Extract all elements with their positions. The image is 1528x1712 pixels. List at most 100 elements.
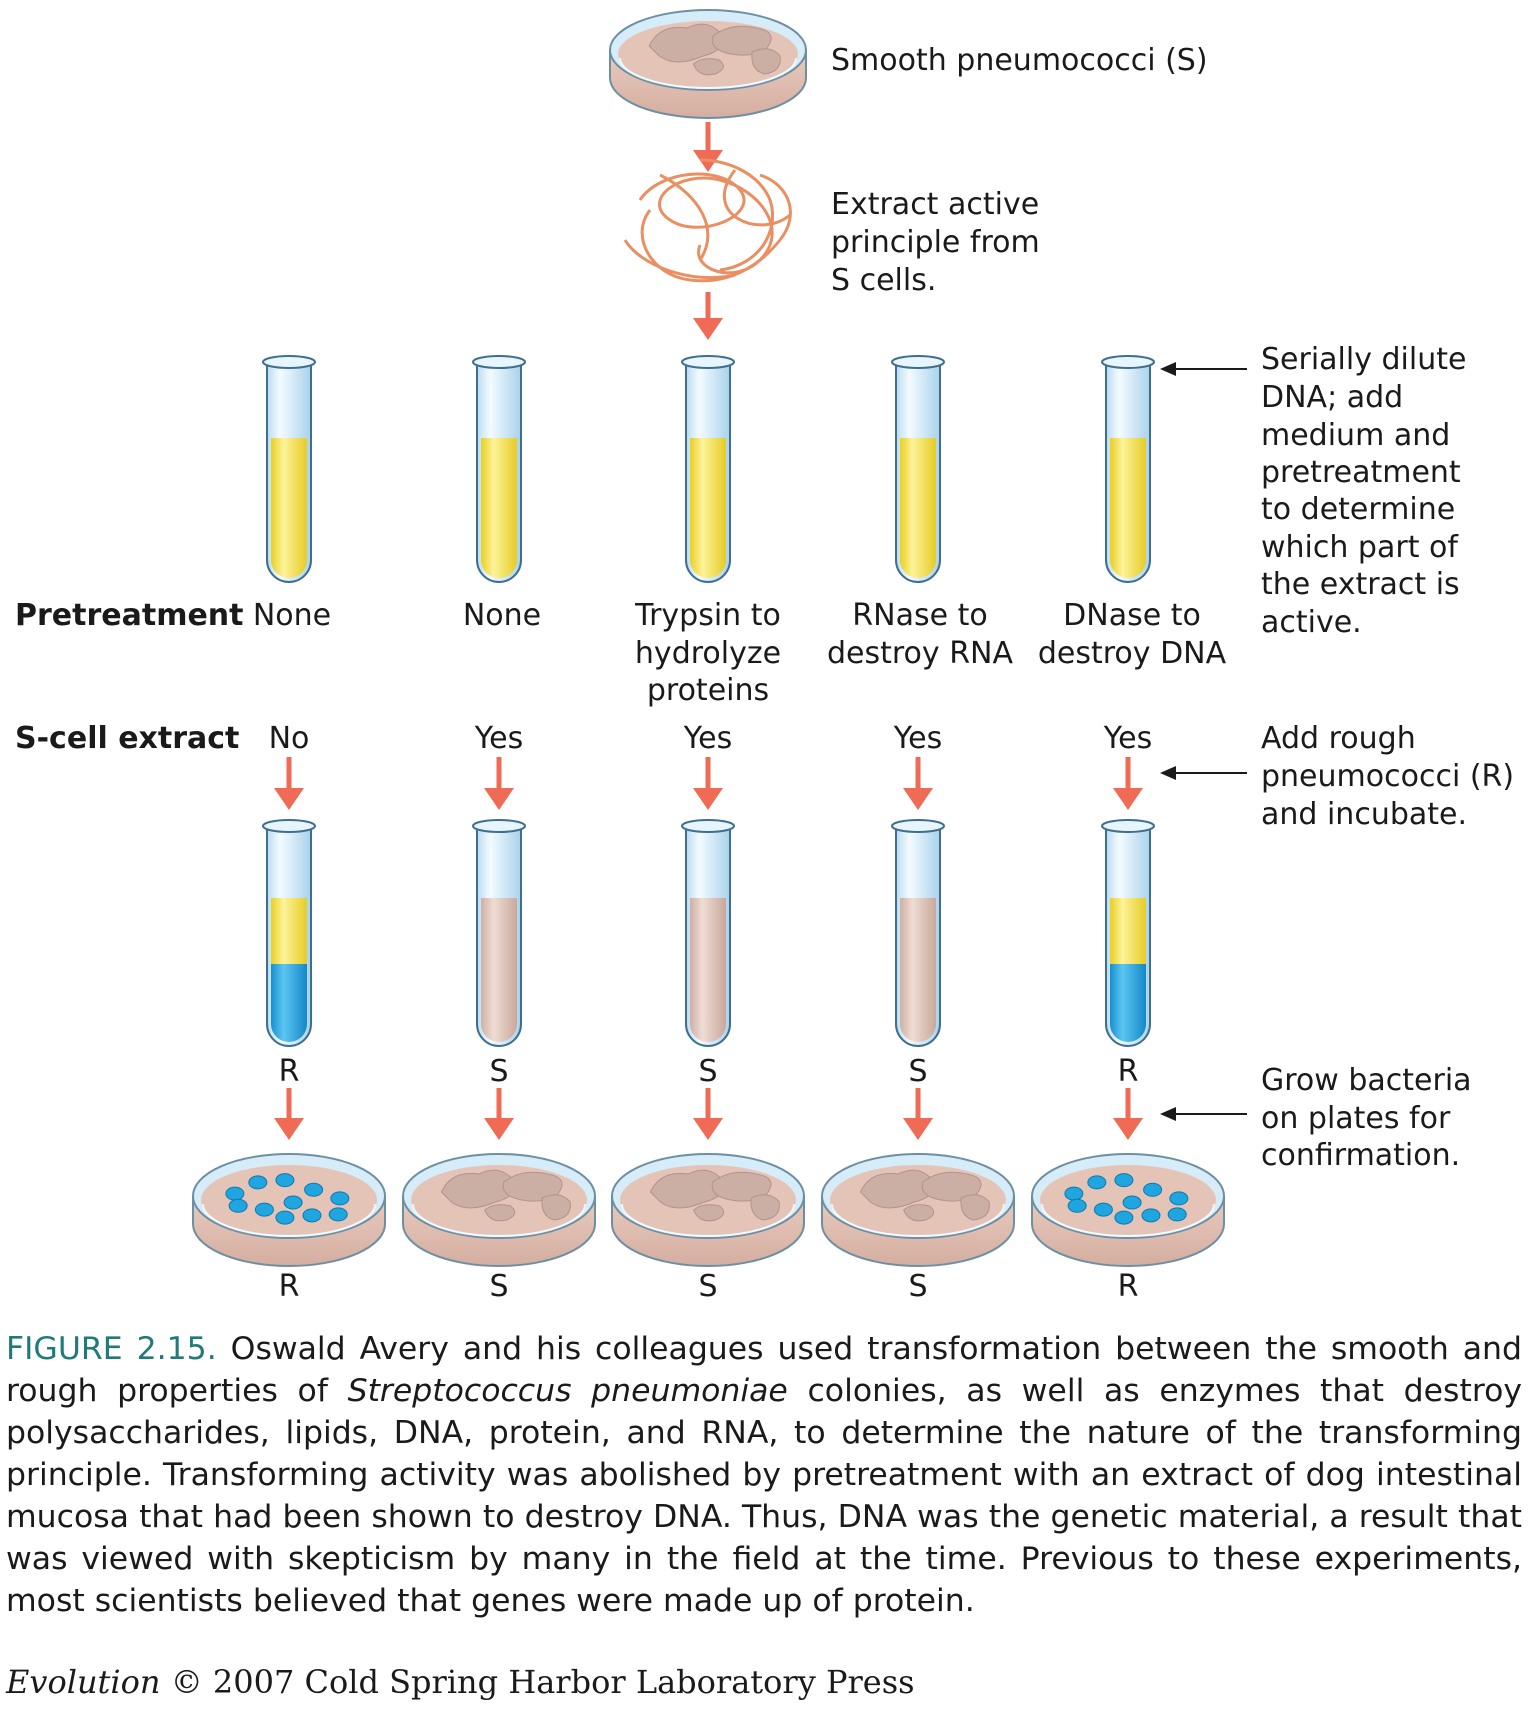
- tube-outline: [1105, 362, 1151, 583]
- smooth-colony-2: [502, 1171, 563, 1202]
- smooth-culture: [690, 898, 726, 1042]
- rough-culture: [1110, 964, 1146, 1042]
- arrow-tube-to-plate-2: [484, 1088, 514, 1140]
- tube-outline: [685, 826, 731, 1047]
- top-plate-label: Smooth pneumococci (S): [831, 43, 1208, 78]
- row-header-extract: S-cell extract: [15, 721, 239, 756]
- smooth-colony-3: [692, 58, 724, 76]
- top-tube-1: [262, 355, 316, 583]
- rough-colony-2: [248, 1175, 268, 1190]
- smooth-colony-4: [541, 1194, 571, 1221]
- smooth-colony-2: [711, 25, 772, 56]
- yellow-medium: [271, 438, 307, 578]
- incubation-tube-2: [472, 819, 526, 1047]
- tube-rim: [681, 819, 735, 833]
- rough-colony-10: [275, 1210, 295, 1225]
- rough-colony-3: [1114, 1173, 1134, 1188]
- result-plate-1: [192, 1153, 386, 1267]
- tube-rim: [262, 819, 316, 833]
- tube-outline: [895, 826, 941, 1047]
- smooth-colony-3: [902, 1204, 935, 1222]
- grow-line-3: confirmation.: [1261, 1138, 1460, 1173]
- plate-result-col-4: S: [908, 1269, 927, 1304]
- pretreatment-col-2: None: [463, 598, 541, 633]
- pretreatment-col-5-line-1: DNase to: [1063, 598, 1201, 633]
- dilute-line-4: pretreatment: [1261, 455, 1461, 490]
- pointer-dilute: [1160, 362, 1247, 376]
- rough-colony-7: [1093, 1202, 1113, 1217]
- rough-colony-8: [283, 1195, 303, 1210]
- arrow-extract-to-incubation-2: [484, 757, 514, 810]
- tube-outline: [685, 362, 731, 583]
- pretreatment-labels: None None Trypsin to hydrolyze proteins …: [253, 598, 1227, 708]
- arrow-tube-to-plate-5: [1113, 1088, 1143, 1140]
- credit-rest: © 2007 Cold Spring Harbor Laboratory Pre…: [160, 1663, 915, 1701]
- dna-extract-icon: [623, 158, 792, 283]
- extract-label-line-2: principle from: [831, 225, 1040, 260]
- tube-rim: [1101, 355, 1155, 369]
- tube-outline: [476, 362, 522, 583]
- plate-highlight: [202, 1203, 376, 1237]
- rough-colony-5: [1169, 1191, 1189, 1206]
- pretreatment-col-4-line-1: RNase to: [852, 598, 987, 633]
- dilute-line-6: which part of: [1261, 530, 1459, 565]
- incubation-tube-3: [681, 819, 735, 1047]
- tube-outline: [895, 362, 941, 583]
- rough-colony-2: [1087, 1175, 1107, 1190]
- smooth-colony-3: [483, 1204, 516, 1222]
- plate-highlight: [619, 57, 797, 89]
- figure-label: FIGURE 2.15.: [6, 1331, 217, 1367]
- dilute-line-3: medium and: [1261, 418, 1450, 453]
- dilute-line-5: to determine: [1261, 492, 1455, 527]
- extract-col-5: Yes: [1103, 721, 1152, 756]
- avery-experiment-diagram: Smooth pneumococci (S) Extract active pr…: [15, 9, 1514, 1304]
- top-tube-2: [472, 355, 526, 583]
- plate-result-col-3: S: [698, 1269, 717, 1304]
- smooth-colony-3: [692, 1204, 725, 1222]
- extract-labels: No Yes Yes Yes Yes: [269, 721, 1153, 756]
- dilute-line-8: active.: [1261, 605, 1362, 640]
- yellow-medium: [481, 438, 517, 578]
- pretreatment-col-3-line-2: hydrolyze: [635, 636, 781, 671]
- grow-line-1: Grow bacteria: [1261, 1063, 1472, 1098]
- tube-outline: [266, 826, 312, 1047]
- pretreatment-col-3-line-1: Trypsin to: [634, 598, 781, 633]
- tube-rim: [891, 355, 945, 369]
- dilute-line-7: the extract is: [1261, 567, 1460, 602]
- result-plate-5: [1031, 1153, 1225, 1267]
- rough-colony-1: [1064, 1186, 1084, 1201]
- tube-result-col-1: R: [279, 1054, 300, 1089]
- plate-highlight: [621, 1203, 795, 1237]
- plate-results: R S S S R: [279, 1269, 1139, 1304]
- tube-results: R S S S R: [279, 1054, 1139, 1089]
- rough-colony-6: [1067, 1198, 1087, 1213]
- arrows: [274, 122, 1247, 1140]
- rough-colony-1: [225, 1186, 245, 1201]
- grow-line-2: on plates for: [1261, 1101, 1451, 1136]
- arrow-plate-to-extract: [693, 122, 723, 172]
- test-tubes: [262, 355, 1155, 1047]
- tube-rim: [681, 355, 735, 369]
- tube-rim: [891, 819, 945, 833]
- arrow-extract-to-incubation-3: [693, 757, 723, 810]
- rough-colony-7: [254, 1202, 274, 1217]
- pretreatment-col-4-line-2: destroy RNA: [827, 636, 1013, 671]
- result-plate-3: [611, 1153, 805, 1267]
- tube-outline: [266, 362, 312, 583]
- yellow-medium: [1110, 438, 1146, 578]
- smooth-culture: [481, 898, 517, 1042]
- side-note-add-rough: Add rough pneumococci (R) and incubate.: [1261, 721, 1514, 832]
- tube-result-col-2: S: [489, 1054, 508, 1089]
- rough-colony-4: [1143, 1182, 1163, 1197]
- tube-rim: [262, 355, 316, 369]
- top-tube-4: [891, 355, 945, 583]
- arrow-extract-to-incubation-1: [274, 757, 304, 810]
- smooth-colony-4: [750, 1194, 780, 1221]
- arrow-extract-to-incubation-5: [1113, 757, 1143, 810]
- incubation-tube-4: [891, 819, 945, 1047]
- extract-col-3: Yes: [683, 721, 732, 756]
- incubation-tube-1: [262, 819, 316, 1047]
- side-note-dilute: Serially dilute DNA; add medium and pret…: [1261, 342, 1466, 640]
- arrow-extract-to-incubation-4: [903, 757, 933, 810]
- arrow-tube-to-plate-4: [903, 1088, 933, 1140]
